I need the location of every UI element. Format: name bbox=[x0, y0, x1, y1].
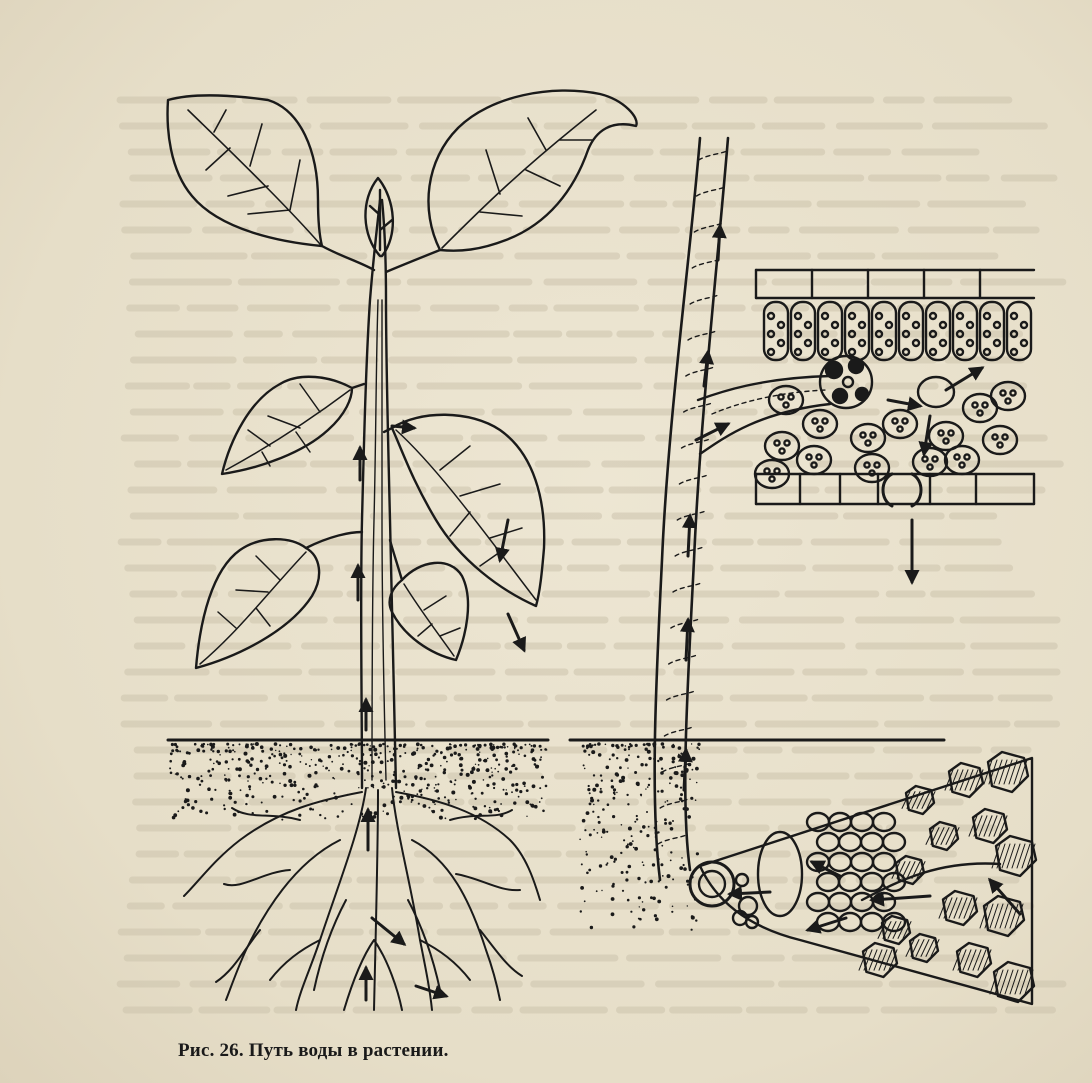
leaf-upper-left bbox=[168, 95, 374, 270]
leaf-vein-bundle bbox=[820, 356, 872, 408]
spongy-cells bbox=[755, 377, 1025, 488]
root-tissue-section bbox=[690, 752, 1036, 1004]
figure-caption: Рис. 26. Путь воды в растении. bbox=[178, 1040, 449, 1062]
plant-illustration bbox=[168, 91, 637, 1010]
vessel-detail-illustration bbox=[570, 138, 1036, 1004]
apical-bud bbox=[365, 178, 392, 256]
leaf-tissue-section bbox=[755, 268, 1034, 506]
palisade-cells bbox=[764, 302, 1031, 360]
upper-epidermis bbox=[756, 270, 1034, 298]
leaf-upper-right bbox=[386, 91, 637, 272]
vessel-branch-to-leaf bbox=[698, 376, 830, 454]
leaf-lower-right bbox=[390, 540, 468, 660]
soil-stipple-left bbox=[169, 742, 547, 821]
leaf-middle-left bbox=[222, 377, 364, 474]
stem-vessel bbox=[372, 300, 386, 780]
leaf-middle-right bbox=[384, 415, 544, 606]
xylem-vessel bbox=[655, 138, 728, 880]
water-flow-arrows-plant bbox=[358, 426, 524, 1000]
root-system bbox=[184, 788, 540, 1010]
stoma bbox=[883, 474, 921, 506]
leaf-lower-left bbox=[196, 532, 362, 668]
lower-epidermis bbox=[756, 474, 1034, 504]
root-cortex-cells bbox=[807, 813, 905, 931]
